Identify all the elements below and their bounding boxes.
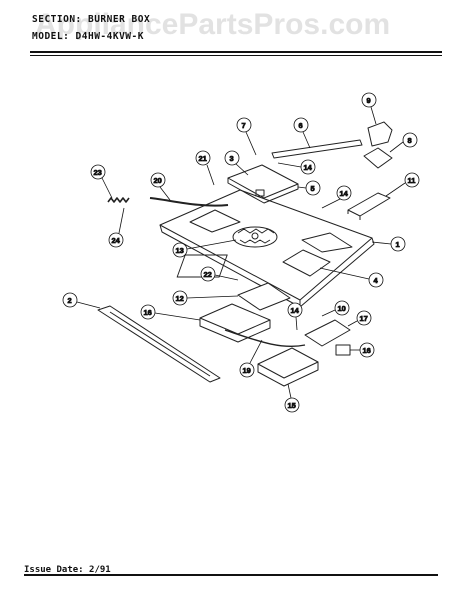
callout-label: 8	[408, 136, 412, 145]
callout-label: 3	[230, 154, 234, 163]
callout-label: 5	[311, 184, 315, 193]
callout-label: 21	[199, 154, 207, 163]
plate-12	[237, 282, 291, 311]
callout-2	[62, 292, 78, 308]
bracket-9	[367, 121, 393, 147]
callout-label: 24	[112, 236, 121, 245]
callout-label: 17	[360, 314, 368, 323]
callout-label: 15	[288, 401, 296, 410]
callout-6	[293, 117, 309, 133]
callout-label: 11	[408, 176, 416, 185]
footer-rule	[24, 574, 438, 576]
callout-10	[334, 300, 350, 316]
callout-label: 13	[176, 246, 184, 255]
burner-assembly	[232, 226, 278, 248]
callout-8	[402, 132, 418, 148]
callout-label: 16	[363, 346, 371, 355]
rod-20	[149, 197, 229, 207]
bracket-11	[347, 192, 391, 217]
header-rule	[30, 51, 442, 53]
callout-label: 6	[299, 121, 303, 130]
callout-24	[108, 232, 124, 248]
callout-15	[284, 397, 300, 413]
callout-9	[361, 92, 377, 108]
callout-label: 23	[94, 168, 102, 177]
callout-label: 4	[374, 276, 379, 285]
callout-14-b	[336, 185, 352, 201]
callout-label: 16	[144, 308, 152, 317]
issue-date: Issue Date: 2/91	[24, 565, 111, 575]
callout-13	[172, 242, 188, 258]
callout-label: 9	[367, 96, 371, 105]
callout-23	[90, 164, 106, 180]
callout-label: 7	[242, 121, 246, 130]
callout-label: 20	[154, 176, 162, 185]
valve-assembly	[304, 319, 351, 347]
channel-15	[257, 347, 319, 379]
callout-22	[200, 266, 216, 282]
callout-label: 19	[243, 366, 251, 375]
callout-label: 10	[338, 304, 346, 313]
callout-label: 1	[396, 240, 400, 249]
callout-label: 22	[204, 270, 212, 279]
callout-11	[404, 172, 420, 188]
callout-20	[150, 172, 166, 188]
callout-7	[236, 117, 252, 133]
callout-3	[224, 150, 240, 166]
spring	[107, 197, 130, 203]
callout-17	[356, 310, 372, 326]
callout-label: 12	[176, 294, 184, 303]
callout-21	[195, 150, 211, 166]
rod	[271, 139, 363, 159]
callout-4	[368, 272, 384, 288]
callout-label: 14	[304, 163, 313, 172]
model-title: MODEL: D4HW-4KVW-K	[32, 31, 144, 42]
callout-label: 14	[340, 189, 349, 198]
section-title: SECTION: BURNER BOX	[32, 14, 151, 25]
callout-14-c	[287, 302, 303, 318]
header-rule-thin	[30, 55, 442, 56]
callout-label: 2	[68, 296, 72, 305]
callout-16-a	[140, 304, 156, 320]
plate-8	[363, 147, 393, 169]
callout-19	[239, 362, 255, 378]
callout-label: 14	[291, 306, 300, 315]
